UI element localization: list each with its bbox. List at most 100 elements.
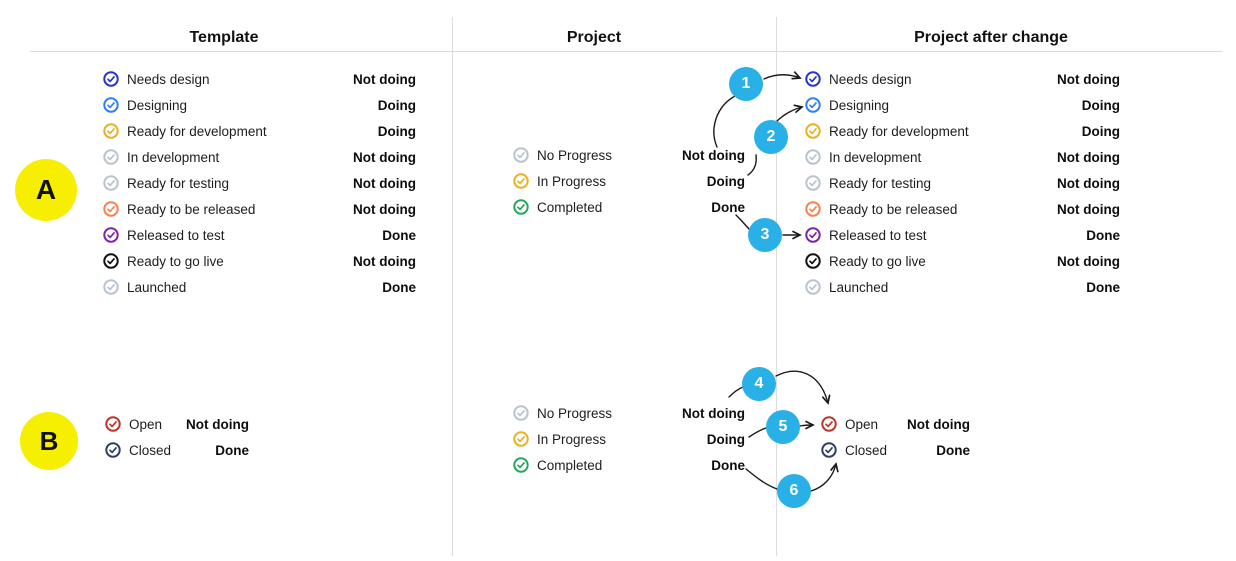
column-divider-left bbox=[452, 17, 453, 556]
column-header-project: Project bbox=[566, 29, 622, 46]
status-mapping-value: Done bbox=[382, 227, 416, 243]
status-mapping-value: Done bbox=[1086, 279, 1120, 295]
status-label: Designing bbox=[829, 97, 890, 113]
status-label: Ready to be released bbox=[829, 201, 958, 217]
status-row: Closed Done bbox=[821, 437, 970, 463]
status-mapping-value: Not doing bbox=[353, 201, 416, 217]
status-mapping-value: Not doing bbox=[353, 149, 416, 165]
check-circle-icon bbox=[103, 71, 119, 87]
status-label: Needs design bbox=[829, 71, 912, 87]
check-circle-icon bbox=[103, 279, 119, 295]
status-mapping-value: Not doing bbox=[682, 405, 745, 421]
status-label: Closed bbox=[129, 442, 172, 458]
status-mapping-value: Not doing bbox=[1057, 71, 1120, 87]
status-label: Open bbox=[129, 416, 163, 432]
check-circle-icon bbox=[103, 201, 119, 217]
check-circle-icon bbox=[805, 175, 821, 191]
status-row: Ready to be released Not doing bbox=[103, 196, 416, 222]
status-row: Closed Done bbox=[105, 437, 249, 463]
row-badge-a: A bbox=[15, 159, 77, 221]
status-mapping-value: Not doing bbox=[1057, 175, 1120, 191]
status-label: Launched bbox=[127, 279, 187, 295]
header-divider-line bbox=[30, 51, 1222, 52]
status-mapping-value: Doing bbox=[1081, 123, 1120, 139]
status-label: Ready for testing bbox=[829, 175, 932, 191]
status-mapping-value: Doing bbox=[377, 123, 416, 139]
column-header-template: Template bbox=[189, 29, 259, 46]
status-row: No Progress Not doing bbox=[513, 400, 745, 426]
status-row: In Progress Doing bbox=[513, 168, 745, 194]
status-mapping-value: Not doing bbox=[682, 147, 745, 163]
status-label: In Progress bbox=[537, 431, 607, 447]
arrow-done-to-6 bbox=[745, 468, 778, 490]
status-row: No Progress Not doing bbox=[513, 142, 745, 168]
status-mapping-value: Not doing bbox=[353, 253, 416, 269]
check-circle-icon bbox=[103, 97, 119, 113]
step-marker-1: 1 bbox=[729, 67, 763, 101]
check-circle-icon bbox=[821, 416, 837, 432]
status-mapping-value: Done bbox=[936, 442, 970, 458]
check-circle-icon bbox=[805, 279, 821, 295]
check-circle-icon bbox=[103, 123, 119, 139]
status-label: Completed bbox=[537, 199, 603, 215]
check-circle-icon bbox=[103, 149, 119, 165]
status-mapping-value: Doing bbox=[706, 173, 745, 189]
status-label: Needs design bbox=[127, 71, 210, 87]
check-circle-icon bbox=[105, 442, 121, 458]
check-circle-icon bbox=[513, 431, 529, 447]
status-mapping-value: Done bbox=[711, 457, 745, 473]
status-row: Launched Done bbox=[103, 274, 416, 300]
status-mapping-value: Doing bbox=[1081, 97, 1120, 113]
status-mapping-value: Not doing bbox=[353, 71, 416, 87]
check-circle-icon bbox=[805, 253, 821, 269]
status-mapping-value: Not doing bbox=[1057, 149, 1120, 165]
arrow-2-to-designing bbox=[775, 104, 804, 123]
arrow-1-to-needs-design bbox=[763, 71, 802, 80]
check-circle-icon bbox=[805, 227, 821, 243]
step-marker-6: 6 bbox=[777, 474, 811, 508]
status-label: Ready to go live bbox=[829, 253, 926, 269]
status-label: Closed bbox=[845, 442, 888, 458]
arrow-notdoing-to-4 bbox=[728, 386, 744, 398]
check-circle-icon bbox=[821, 442, 837, 458]
status-label: Released to test bbox=[829, 227, 927, 243]
status-label: In Progress bbox=[537, 173, 607, 189]
status-mapping-value: Not doing bbox=[353, 175, 416, 191]
status-label: No Progress bbox=[537, 147, 613, 163]
check-circle-icon bbox=[805, 123, 821, 139]
step-marker-4: 4 bbox=[742, 367, 776, 401]
check-circle-icon bbox=[103, 227, 119, 243]
check-circle-icon bbox=[103, 175, 119, 191]
status-mapping-value: Not doing bbox=[1057, 253, 1120, 269]
status-row: Needs design Not doing bbox=[805, 66, 1120, 92]
status-label: Open bbox=[845, 416, 879, 432]
status-label: No Progress bbox=[537, 405, 613, 421]
status-row: Ready for development Doing bbox=[805, 118, 1120, 144]
status-label: Ready to be released bbox=[127, 201, 256, 217]
status-mapping-value: Done bbox=[215, 442, 249, 458]
status-row: Ready to go live Not doing bbox=[805, 248, 1120, 274]
column-divider-right bbox=[776, 17, 777, 556]
check-circle-icon bbox=[805, 71, 821, 87]
status-label: Ready for testing bbox=[127, 175, 230, 191]
status-mapping-value: Done bbox=[382, 279, 416, 295]
status-label: Ready for development bbox=[829, 123, 969, 139]
column-header-project-after-change: Project after change bbox=[914, 29, 1068, 46]
check-circle-icon bbox=[805, 201, 821, 217]
step-marker-5: 5 bbox=[766, 410, 800, 444]
check-circle-icon bbox=[805, 149, 821, 165]
check-circle-icon bbox=[105, 416, 121, 432]
arrow-doing-to-2 bbox=[747, 154, 757, 176]
